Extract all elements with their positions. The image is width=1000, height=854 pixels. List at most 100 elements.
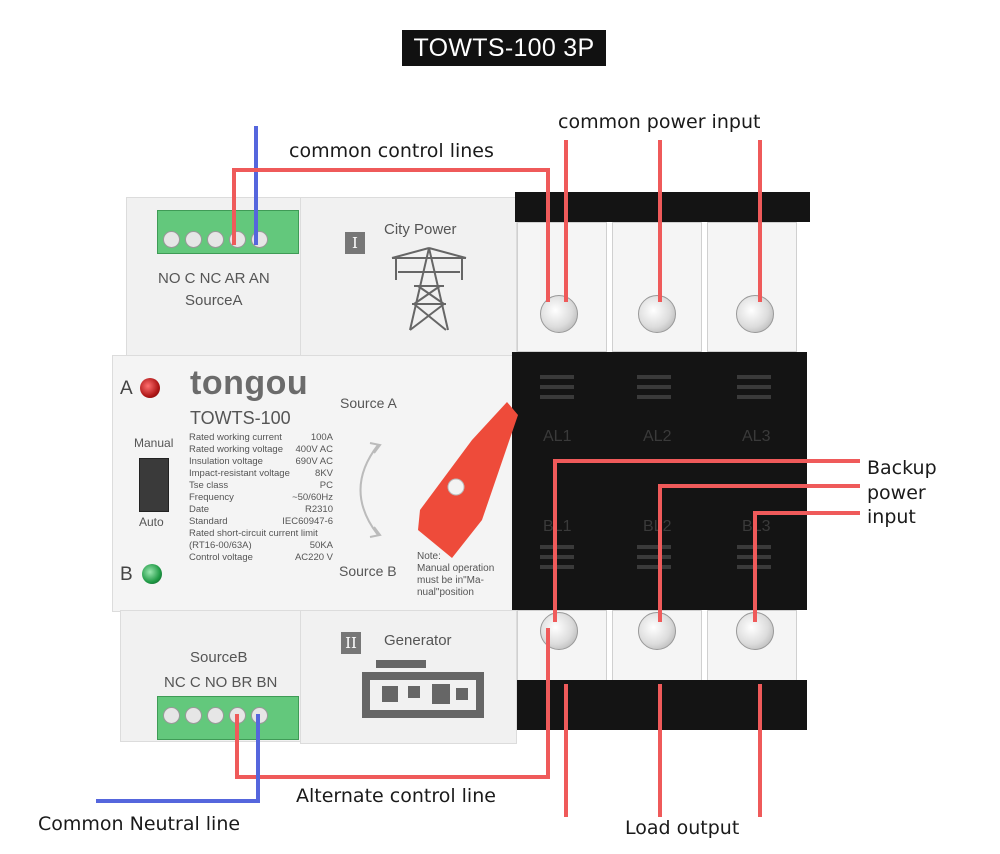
vent-slot <box>540 385 574 389</box>
vent-slot <box>637 555 671 559</box>
spec-value: 50KA <box>309 540 333 551</box>
spec-row: Rated short-circuit current limit <box>189 528 333 540</box>
spec-key: Frequency <box>189 492 234 503</box>
spec-key: Rated working current <box>189 432 282 443</box>
brand-logo: tongou <box>190 364 309 402</box>
top-terminal-labels: NO C NC AR AN <box>158 270 270 287</box>
terminal-screw-icon <box>207 231 224 248</box>
bottom-control-terminal-block <box>157 696 299 740</box>
phase-label-al1: AL1 <box>543 428 572 445</box>
alternate-control-wire <box>235 628 550 779</box>
spec-key: Control voltage <box>189 552 253 563</box>
terminal-screw-icon <box>163 707 180 724</box>
backup-wire-2 <box>658 484 860 622</box>
vent-slot <box>637 375 671 379</box>
city-power-panel <box>300 197 517 357</box>
source-b-led <box>142 564 162 584</box>
spec-row: (RT16-00/63A) 50KA <box>189 540 333 552</box>
spec-key: Date <box>189 504 210 515</box>
terminal-screw-icon <box>185 707 202 724</box>
source-b-label: SourceB <box>190 649 248 666</box>
rotate-arrow-icon <box>359 442 382 538</box>
spec-row: Frequency ~50/60Hz <box>189 492 333 504</box>
spec-row: Date R2310 <box>189 504 333 516</box>
phase-label-bl2: BL2 <box>643 518 672 535</box>
vent-slot <box>737 385 771 389</box>
spec-row: Rated working voltage 400V AC <box>189 444 333 456</box>
spec-key: Impact-resistant voltage <box>189 468 290 479</box>
source-a-label: SourceA <box>185 292 243 309</box>
phase-label-bl1: BL1 <box>543 518 572 535</box>
terminal-screw-icon <box>163 231 180 248</box>
spec-key: Rated working voltage <box>189 444 283 455</box>
spec-row: Rated working current 100A <box>189 432 333 444</box>
phase-label-al3: AL3 <box>742 428 771 445</box>
spec-key: Standard <box>189 516 228 527</box>
spec-value: 100A <box>310 432 333 443</box>
vent-slot <box>637 545 671 549</box>
auto-label: Auto <box>139 515 164 529</box>
vent-slot <box>540 395 574 399</box>
generator-label: Generator <box>384 632 452 649</box>
spec-value: IEC60947-6 <box>282 516 333 527</box>
city-power-roman: I <box>345 232 365 254</box>
callout-backup-1: Backup <box>867 457 937 479</box>
neutral-wire-bottom <box>96 714 260 803</box>
vent-slot <box>737 395 771 399</box>
terminal-screw-icon <box>185 231 202 248</box>
backup-wire-3 <box>753 511 860 622</box>
spec-value: ~50/60Hz <box>292 492 333 503</box>
model-label: TOWTS-100 <box>190 408 291 428</box>
callout-common-control-lines: common control lines <box>289 140 494 162</box>
page-title: TOWTS-100 3P <box>402 30 606 66</box>
spec-value: 690V AC <box>295 456 334 467</box>
transfer-handle[interactable] <box>412 400 522 560</box>
callout-common-neutral-line: Common Neutral line <box>38 813 241 835</box>
spec-key: (RT16-00/63A) <box>189 540 252 551</box>
vent-slot <box>637 565 671 569</box>
note-line-2: Manual operation <box>417 563 495 574</box>
spec-value: R2310 <box>305 504 333 515</box>
power-tower-icon <box>391 247 467 331</box>
switch-source-a-label: Source A <box>340 395 397 411</box>
generator-roman: II <box>341 632 361 654</box>
terminal-bolt-icon <box>638 612 676 650</box>
callout-load-output: Load output <box>625 817 740 839</box>
backup-wire-1 <box>553 459 860 622</box>
spec-row: Standard IEC60947-6 <box>189 516 333 528</box>
spec-key: Rated short-circuit current limit <box>189 528 318 539</box>
switch-source-b-label: Source B <box>339 563 397 579</box>
note-line-4: nual"position <box>417 587 474 598</box>
source-a-led <box>140 378 160 398</box>
note-line-3: must be in"Ma- <box>417 575 484 586</box>
callout-common-power-input: common power input <box>558 111 761 133</box>
common-control-wire <box>232 168 550 302</box>
city-power-label: City Power <box>384 221 457 238</box>
vent-slot <box>737 375 771 379</box>
terminal-screw-icon <box>207 707 224 724</box>
vent-slot <box>637 395 671 399</box>
led-a-label: A <box>120 378 133 399</box>
terminal-bolt-icon <box>638 295 676 333</box>
phase-label-al2: AL2 <box>643 428 672 445</box>
top-control-terminal-block <box>157 210 299 254</box>
manual-auto-switch[interactable] <box>139 458 169 512</box>
bottom-terminal-labels: NC C NO BR BN <box>164 674 278 691</box>
manual-label: Manual <box>134 436 174 450</box>
terminal-bolt-icon <box>736 295 774 333</box>
vent-slot <box>540 375 574 379</box>
vent-slot <box>637 385 671 389</box>
spec-row: Impact-resistant voltage 8KV <box>189 468 333 480</box>
spec-row: Control voltage AC220 V <box>189 552 333 564</box>
note-line-1: Note: <box>417 551 441 562</box>
spec-value: AC220 V <box>294 552 333 563</box>
spec-value: 8KV <box>315 468 333 479</box>
callout-alternate-control-line: Alternate control line <box>296 785 496 807</box>
callout-backup-3: input <box>867 506 916 528</box>
led-b-label: B <box>120 564 133 585</box>
spec-value: 400V AC <box>295 444 334 455</box>
